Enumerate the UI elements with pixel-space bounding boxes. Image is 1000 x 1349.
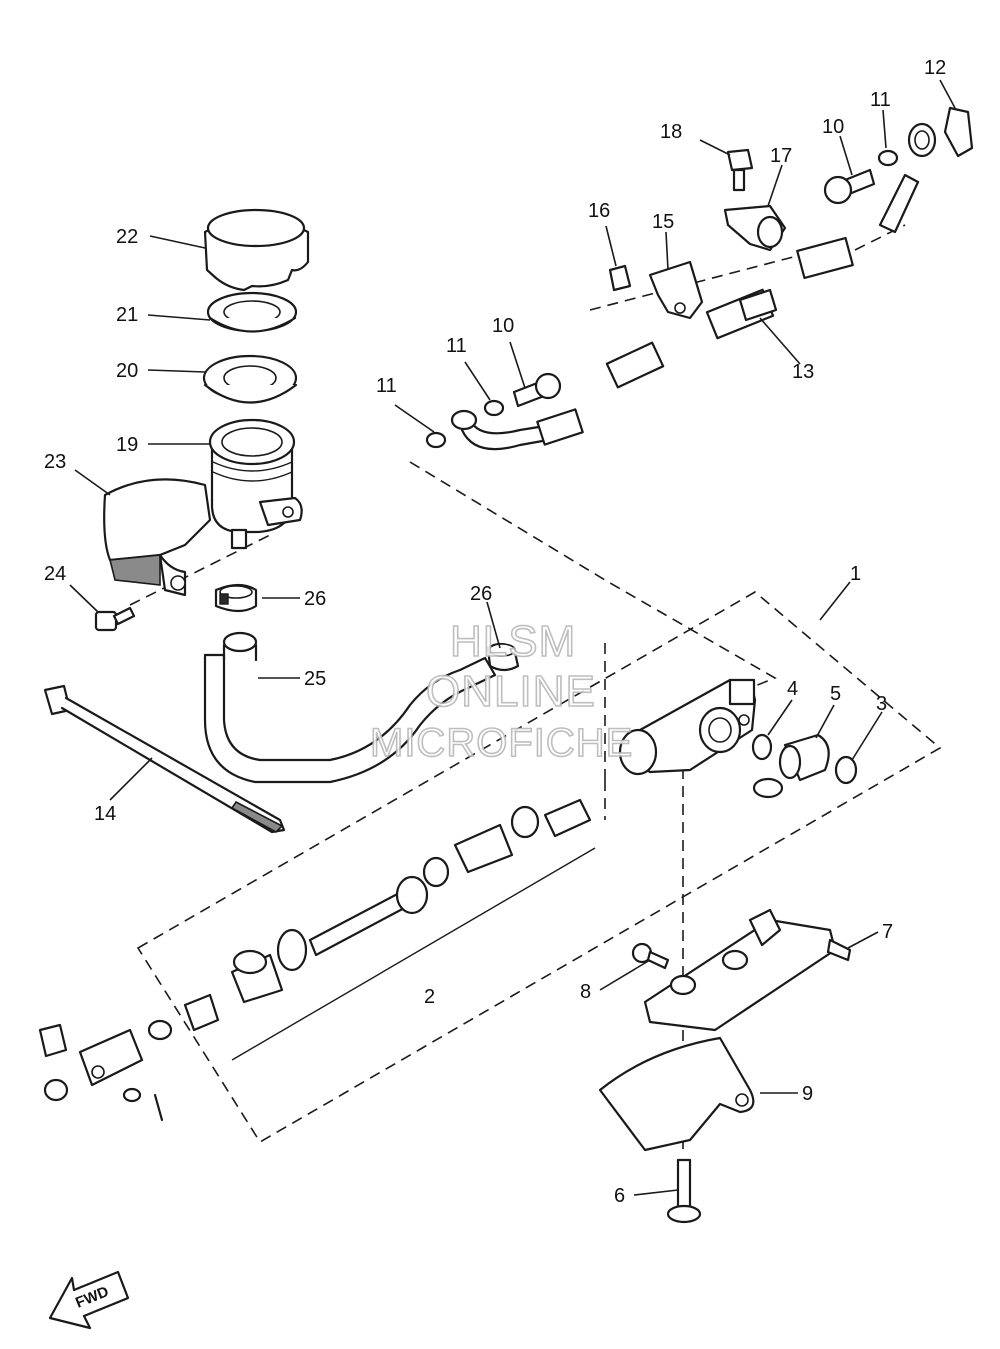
callout-labels: 22 21 20 19 23 24 26 25 26 14 1 2 4 5 3 …: [44, 57, 946, 1207]
hose-guide: [608, 260, 704, 320]
master-cylinder-body: [618, 678, 757, 776]
hose-clamp-lower: [486, 642, 520, 672]
assembly-boundary-dashed: [136, 591, 942, 1144]
bracket-bolt-8: [631, 942, 670, 970]
callout-11-right: 11: [870, 89, 891, 111]
callout-24: 24: [44, 563, 66, 585]
callout-26-upper: 26: [304, 588, 326, 610]
watermark: HLSM ONLINE MICROFICHE: [369, 616, 633, 766]
callout-17: 17: [770, 145, 792, 167]
callout-10-right: 10: [822, 116, 844, 138]
callout-19: 19: [116, 434, 138, 456]
callout-12: 12: [924, 57, 946, 79]
circlip-3: [834, 755, 858, 785]
callout-18: 18: [660, 121, 682, 143]
callout-3: 3: [876, 693, 887, 715]
clamp-bolt: [726, 148, 754, 192]
reservoir-cap: [203, 208, 310, 292]
callout-4: 4: [787, 678, 798, 700]
reservoir-cover: [103, 478, 212, 597]
hose-connection-dashed-line: [409, 461, 777, 691]
callout-25: 25: [304, 668, 326, 690]
forward-arrow-icon: FWD: [48, 1270, 130, 1330]
hose-clamp-upper: [214, 583, 258, 613]
diaphragm-plate: [206, 291, 298, 333]
callout-2: 2: [424, 986, 435, 1008]
callout-9: 9: [802, 1083, 813, 1105]
cable-tie: [43, 684, 286, 834]
fitting-5: [752, 733, 830, 799]
item-2-leader-lines: [231, 847, 596, 1061]
callout-10-left: 10: [492, 315, 514, 337]
reservoir-hose: [203, 631, 497, 784]
callout-16: 16: [588, 200, 610, 222]
callout-7: 7: [882, 921, 893, 943]
heel-guard: [598, 1036, 755, 1152]
callout-5: 5: [830, 683, 841, 705]
reservoir-tank: [208, 418, 303, 550]
callout-22: 22: [116, 226, 138, 248]
guard-bolt-6: [666, 1158, 702, 1224]
callout-14: 14: [94, 803, 116, 825]
brake-hose: [450, 122, 937, 451]
hose-clamp: [723, 204, 787, 252]
callout-23: 23: [44, 451, 66, 473]
callout-13: 13: [792, 361, 814, 383]
diaphragm: [202, 354, 298, 404]
cover-bolt: [94, 606, 136, 632]
callout-15: 15: [652, 211, 674, 233]
hose-holder: [943, 106, 974, 158]
footrest-bracket: [643, 908, 852, 1032]
callout-leaders: [69, 79, 956, 1196]
callout-26-lower: 26: [470, 583, 492, 605]
union-bolts: [512, 168, 876, 408]
banjo-washers: [425, 149, 899, 449]
callout-6: 6: [614, 1185, 625, 1207]
callout-8: 8: [580, 981, 591, 1003]
callout-20: 20: [116, 360, 138, 382]
watermark-line2: ONLINE: [426, 667, 596, 716]
clevis-group: [38, 1019, 173, 1122]
o-ring-4: [751, 733, 773, 761]
callout-11-mid: 11: [446, 335, 467, 357]
callout-1: 1: [850, 563, 861, 585]
piston-kit: [183, 798, 592, 1032]
watermark-line3: MICROFICHE: [370, 721, 633, 765]
callout-21: 21: [116, 304, 138, 326]
upper-hose-dashed-line: [589, 249, 821, 311]
callout-11-left: 11: [376, 375, 397, 397]
watermark-line1: HLSM: [450, 617, 576, 666]
